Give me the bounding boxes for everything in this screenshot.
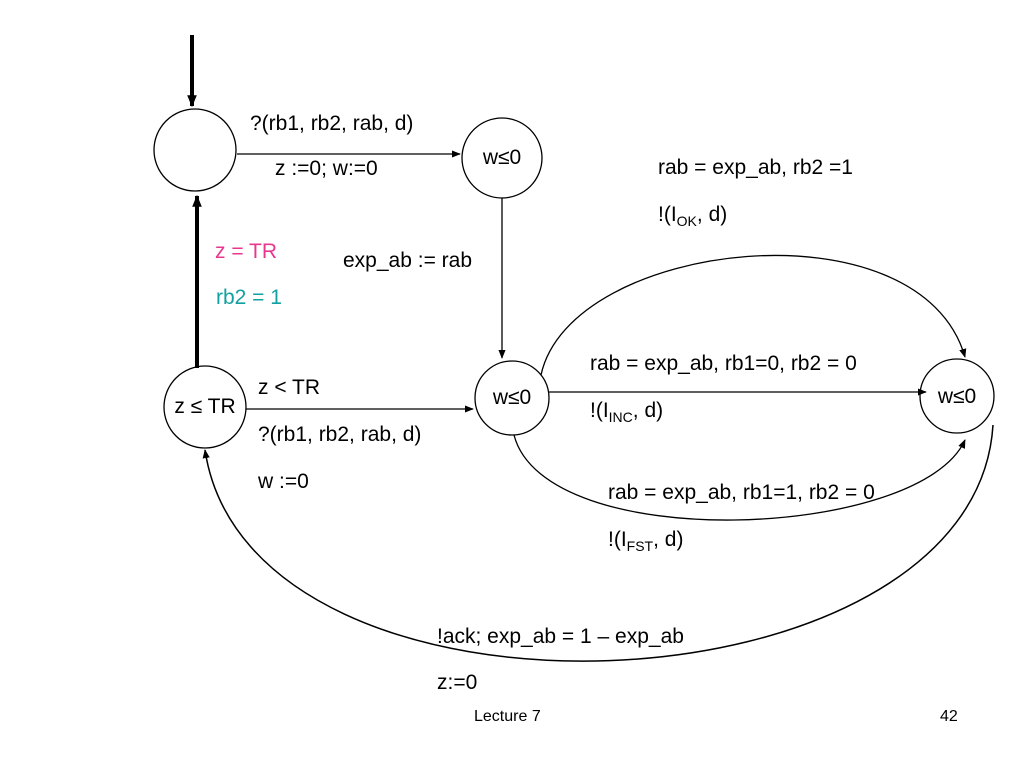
inc-output-suffix: , d): [632, 399, 664, 422]
timer-init-guard-z: z = TR: [215, 240, 278, 263]
edge-ok: [540, 254, 967, 376]
init-wait1-reset: z :=0; w:=0: [275, 157, 378, 180]
timer-wait2-guard: z < TR: [258, 376, 321, 399]
state-wait3-label: w≤0: [937, 385, 977, 408]
back-output: !ack; exp_ab = 1 – exp_ab: [437, 625, 684, 648]
init-wait1-input: ?(rb1, rb2, rab, d): [250, 112, 414, 135]
state-timer: [163, 365, 247, 449]
inc-output-sub: INC: [608, 409, 633, 425]
state-timer-label: z ≤ TR: [174, 395, 236, 418]
footer-lecture: Lecture 7: [474, 708, 541, 725]
ok-output-sub: OK: [676, 213, 697, 229]
fst-guard: rab = exp_ab, rb1=1, rb2 = 0: [608, 481, 875, 504]
fst-output: !(IFST, d): [608, 528, 683, 558]
footer-page-number: 42: [940, 708, 958, 725]
ok-output-prefix: !(I: [658, 203, 677, 226]
inc-output: !(IINC, d): [590, 399, 663, 429]
state-wait1-label: w≤0: [482, 146, 522, 169]
inc-guard: rab = exp_ab, rb1=0, rb2 = 0: [590, 352, 857, 375]
inc-output-prefix: !(I: [590, 399, 609, 422]
timer-wait2-input: ?(rb1, rb2, rab, d): [258, 423, 422, 446]
fst-output-prefix: !(I: [608, 528, 627, 551]
edge-back: [202, 424, 994, 662]
fst-output-suffix: , d): [653, 528, 684, 551]
ok-output: !(IOK, d): [658, 203, 727, 233]
state-wait2-label: w≤0: [492, 386, 532, 409]
back-reset: z:=0: [437, 671, 478, 694]
edge-fst: [513, 434, 966, 521]
state-initial: [153, 108, 237, 192]
state-wait3: [919, 358, 995, 434]
ok-guard: rab = exp_ab, rb2 =1: [658, 156, 853, 179]
state-wait2: [474, 360, 550, 436]
fst-output-sub: FST: [626, 538, 654, 554]
timer-wait2-reset: w :=0: [258, 470, 309, 493]
timer-init-guard-rb2: rb2 = 1: [216, 286, 282, 309]
ok-output-suffix: , d): [696, 203, 728, 226]
wait1-wait2-update: exp_ab := rab: [343, 249, 473, 272]
